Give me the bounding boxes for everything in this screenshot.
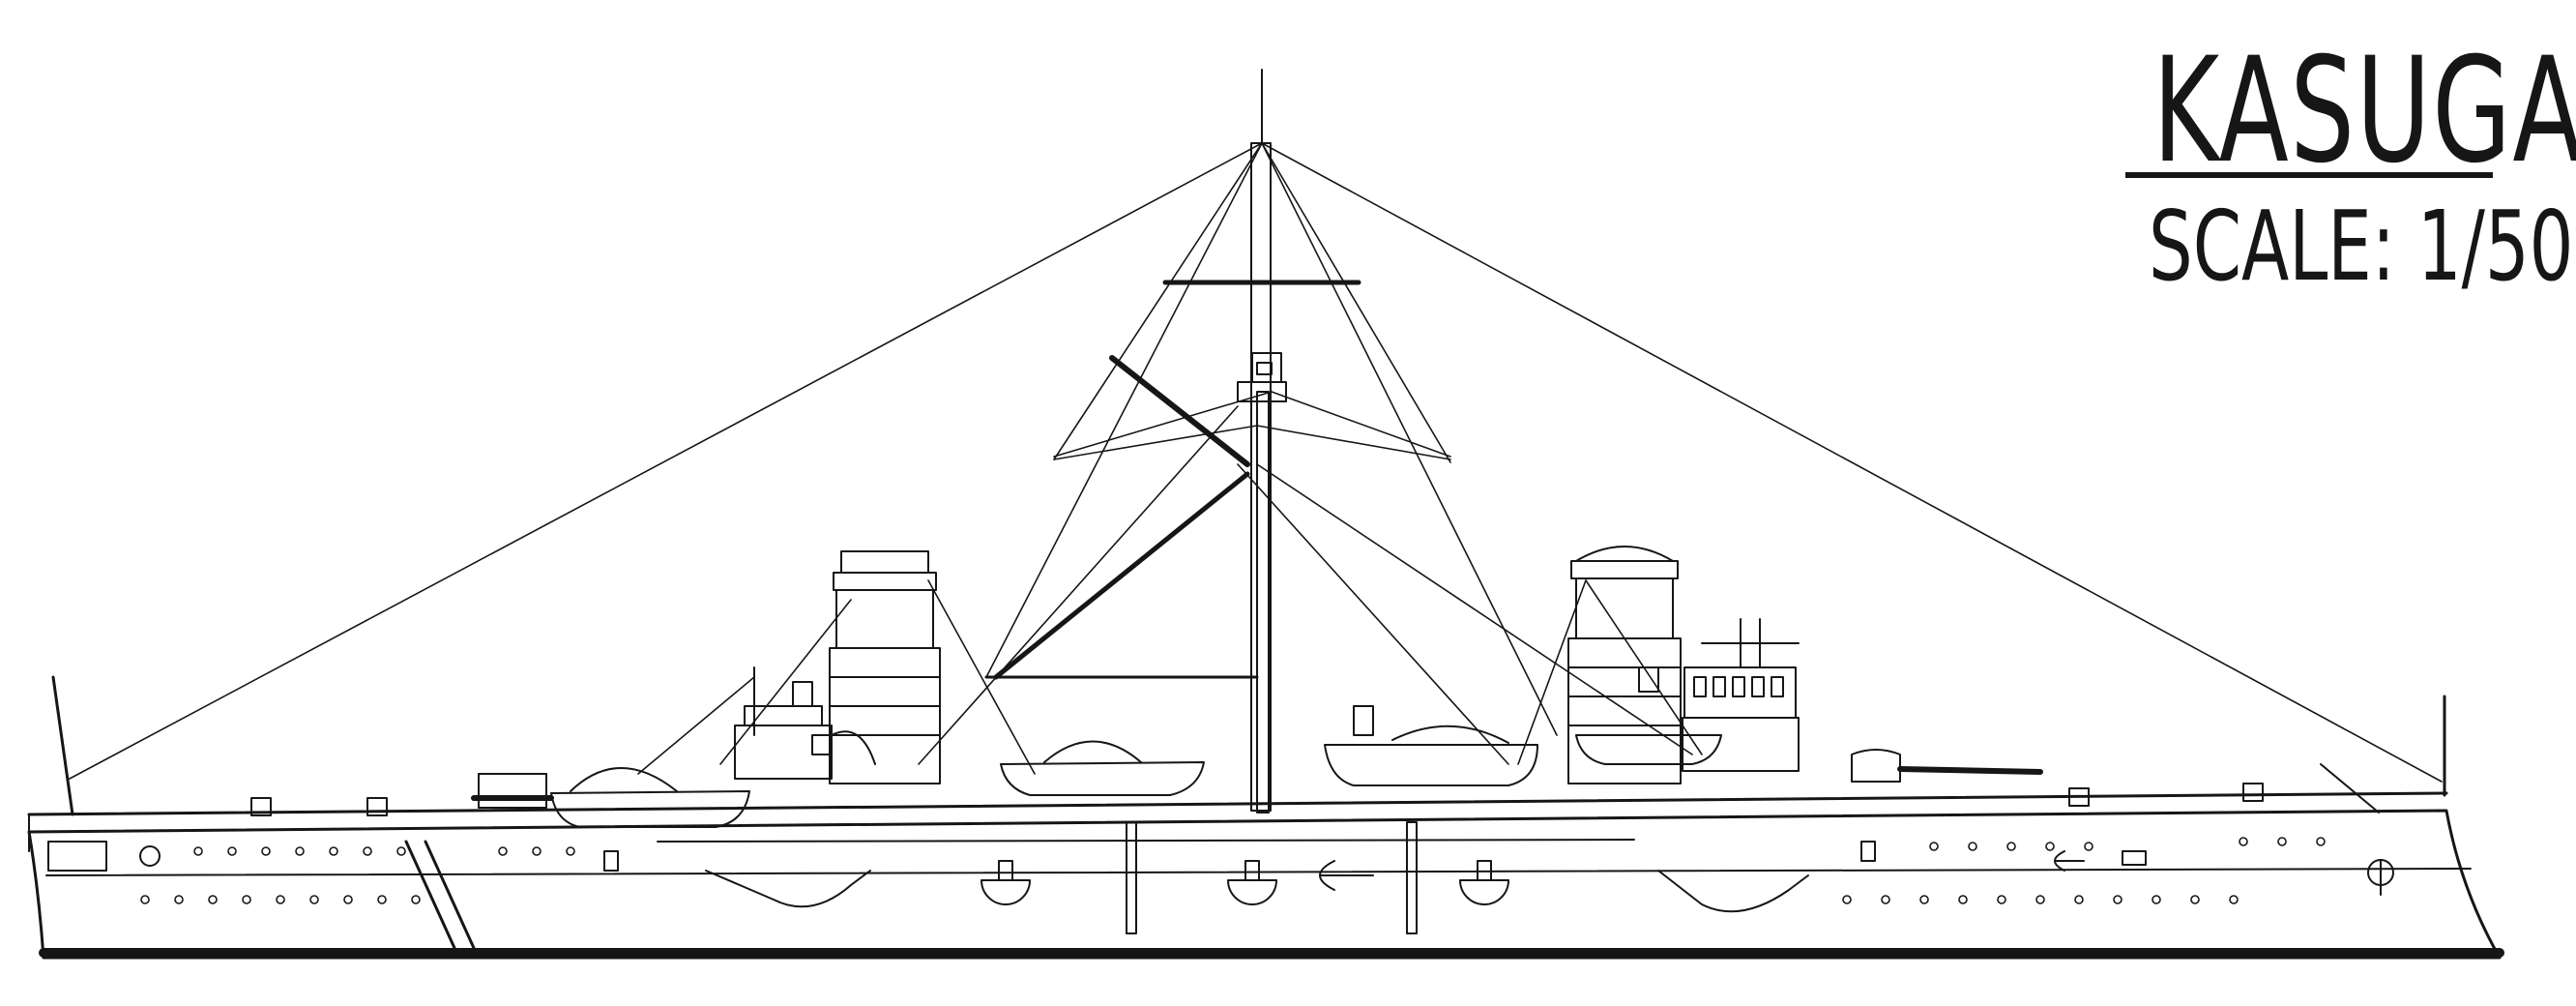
forward-funnel	[829, 550, 941, 784]
portholes	[140, 837, 2326, 904]
anchors	[1319, 850, 2394, 896]
aft-bridge	[1638, 618, 1800, 772]
mast	[984, 69, 1361, 814]
rigging	[69, 142, 2443, 783]
title-underline	[2125, 172, 2493, 178]
forward-bridge	[734, 666, 876, 780]
upper-deck	[27, 675, 2448, 852]
aft-funnel	[1567, 546, 1682, 784]
hull	[27, 809, 2504, 960]
sponsons	[981, 860, 1509, 905]
